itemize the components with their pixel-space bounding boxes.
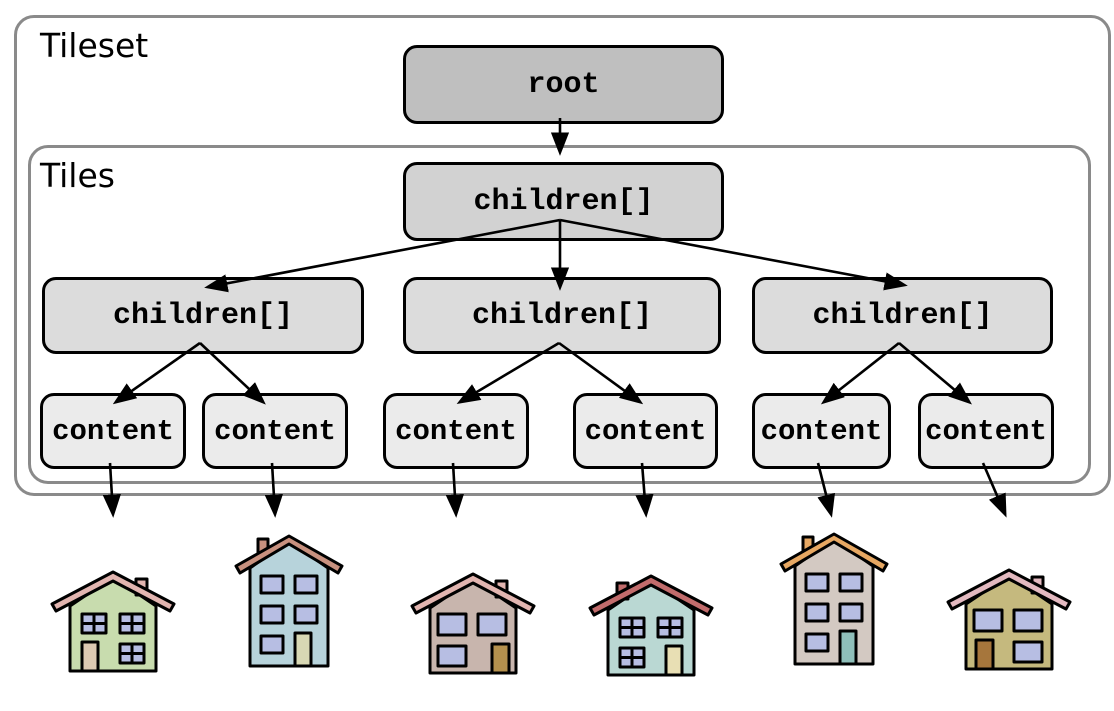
house-roof: [50, 570, 176, 613]
content-node-2: content: [202, 393, 348, 469]
content-node-1: content: [40, 393, 186, 469]
house-windows: [972, 608, 1044, 664]
tileset-label: Tileset: [40, 26, 149, 65]
house-windows: [436, 612, 508, 668]
content-node-6: content: [918, 393, 1054, 469]
children-node-3: children[]: [752, 277, 1053, 354]
house-windows: [618, 616, 684, 669]
tiles-label: Tiles: [40, 156, 115, 195]
tileset-container-box: [14, 15, 1111, 496]
children-top-node: children[]: [403, 162, 724, 241]
house-roof: [234, 534, 344, 575]
content-node-5: content: [752, 393, 891, 469]
children-node-1: children[]: [42, 277, 364, 354]
house-illustration-1: [50, 570, 176, 673]
house-illustration-5: [779, 532, 889, 666]
content-node-4: content: [573, 393, 718, 469]
house-windows: [804, 572, 864, 653]
house-door: [974, 638, 995, 671]
house-door: [293, 631, 313, 668]
house-illustration-6: [946, 568, 1072, 671]
content-node-3: content: [383, 393, 529, 469]
house-windows: [80, 612, 146, 665]
house-roof: [779, 532, 889, 573]
house-roof: [588, 574, 714, 617]
house-roof: [410, 572, 536, 615]
house-door: [490, 642, 511, 675]
house-door: [838, 629, 858, 666]
house-illustration-3: [410, 572, 536, 675]
house-door: [80, 640, 100, 673]
house-illustration-2: [234, 534, 344, 668]
house-door: [664, 644, 684, 677]
root-node: root: [403, 45, 724, 124]
house-illustration-4: [588, 574, 714, 677]
house-windows: [259, 574, 319, 655]
house-roof: [946, 568, 1072, 611]
children-node-2: children[]: [403, 277, 721, 354]
